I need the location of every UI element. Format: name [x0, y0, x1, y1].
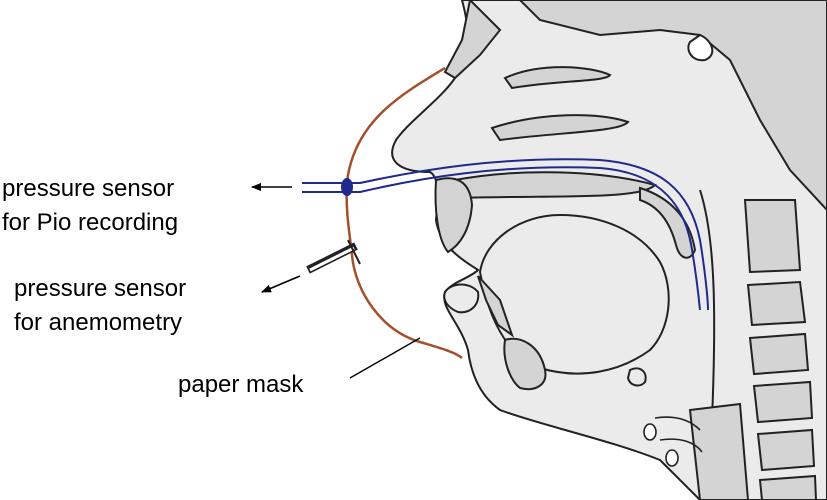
larynx [690, 404, 748, 500]
anemometry-arrow [262, 276, 300, 292]
label-pio-line2: for Pio recording [2, 209, 178, 236]
cartilage-mark-2 [666, 450, 678, 466]
label-anemometry-line2: for anemometry [14, 309, 182, 336]
hyoid-bone [628, 368, 646, 385]
mask-leader-line [350, 338, 420, 378]
label-anemometry-line1: pressure sensor [14, 275, 186, 302]
label-pio-line1: pressure sensor [2, 175, 174, 202]
cartilage-mark-1 [644, 424, 656, 440]
label-paper-mask: paper mask [178, 371, 304, 398]
